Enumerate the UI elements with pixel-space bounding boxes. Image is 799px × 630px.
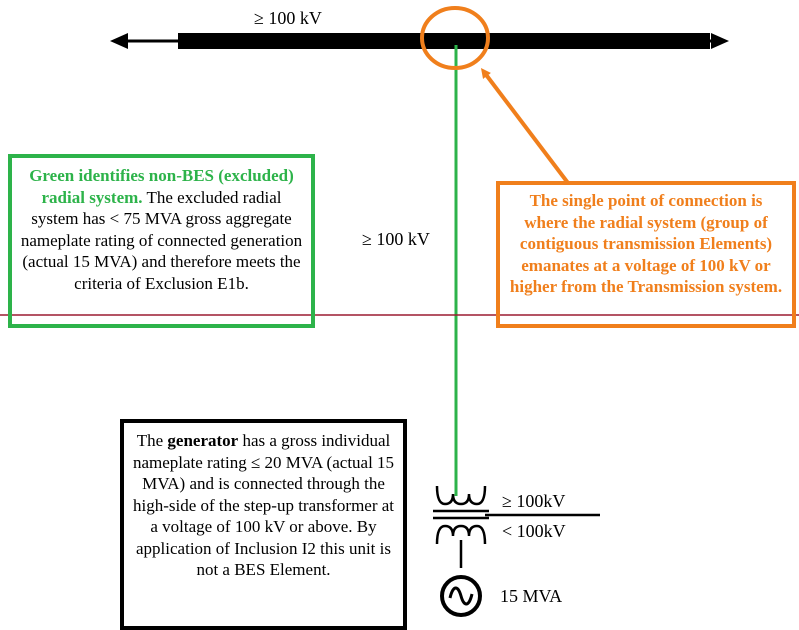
- bus-arrow-left-icon: [110, 33, 128, 49]
- transmission-bus: [110, 33, 729, 49]
- connection-point-text: The single point of connection is where …: [509, 191, 783, 296]
- generator-note: The generator has a gross individual nam…: [120, 419, 407, 630]
- transformer-low-side-label: < 100kV: [502, 521, 566, 541]
- generator-note-body: has a gross individual nameplate rating …: [132, 431, 395, 579]
- generator-note-prefix: The: [136, 431, 168, 450]
- bus-voltage-label: ≥ 100 kV: [254, 8, 322, 28]
- transformer-high-side-label: ≥ 100kV: [502, 491, 566, 511]
- excluded-radial-body: The excluded radial system has < 75 MVA …: [20, 187, 303, 293]
- connection-point-note: The single point of connection is where …: [496, 181, 796, 328]
- generator-rating-label: 15 MVA: [500, 586, 563, 606]
- generator-note-keyword: generator: [167, 431, 239, 450]
- connection-pointer-arrow: [480, 68, 570, 185]
- bus-arrow-right-icon: [711, 33, 729, 49]
- transformer-icon: [433, 485, 600, 568]
- excluded-radial-heading: Green identifies non-BES (excluded) radi…: [29, 166, 294, 207]
- radial-line-voltage-label: ≥ 100 kV: [362, 229, 430, 249]
- generator-icon: [440, 575, 482, 617]
- connection-point-circle: [420, 6, 490, 70]
- excluded-radial-note: Green identifies non-BES (excluded) radi…: [8, 154, 315, 328]
